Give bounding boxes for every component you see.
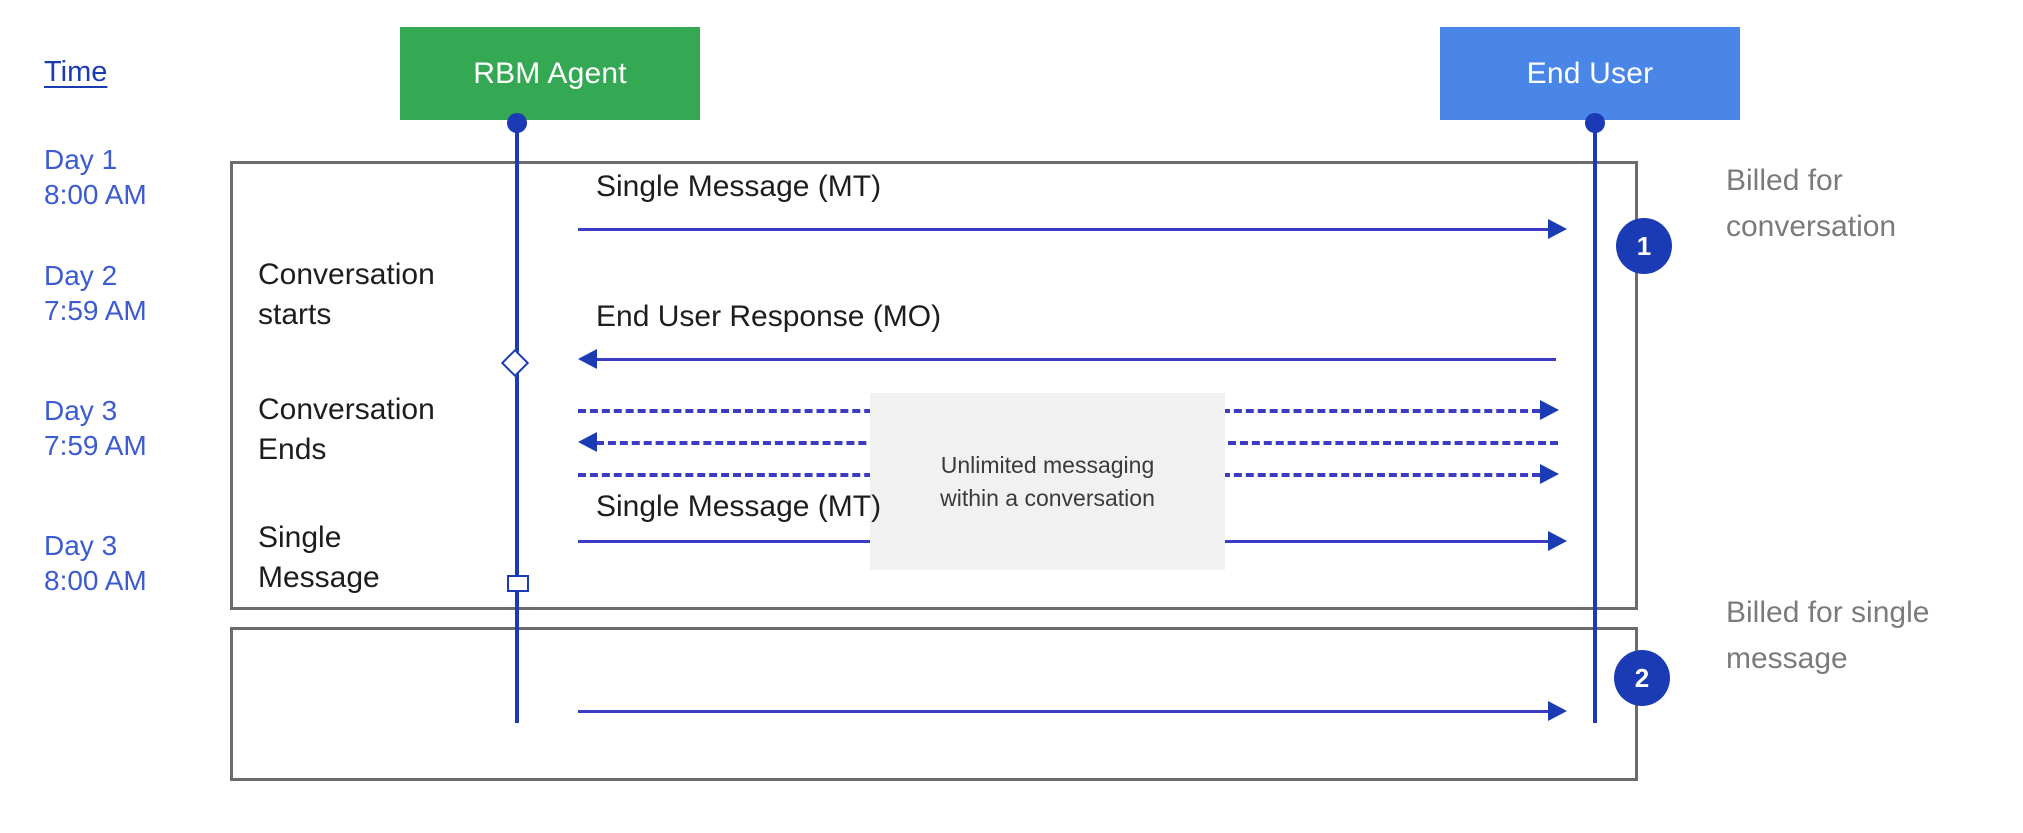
time-column-header: Time xyxy=(44,56,108,88)
lifeline-end-user xyxy=(1593,120,1597,723)
group-box-single-message xyxy=(230,627,1638,781)
message-arrow-single-message-mt-1 xyxy=(578,228,1553,231)
message-arrow-single-message-mt-2 xyxy=(578,710,1553,713)
arrow-head-right-icon xyxy=(1548,531,1567,551)
actor-box-rbm-agent: RBM Agent xyxy=(400,27,700,120)
lifeline-head-rbm-agent-icon xyxy=(507,113,527,133)
time-label-day3: Day 3 7:59 AM xyxy=(44,395,147,461)
arrow-head-right-icon xyxy=(1548,701,1567,721)
message-label-end-user-response-mo: End User Response (MO) xyxy=(596,300,942,333)
lifeline-rbm-agent xyxy=(515,120,519,723)
note-box-unlimited-messaging: Unlimited messaging within a conversatio… xyxy=(870,393,1225,570)
caption-billed-for-single-message: Billed for single message xyxy=(1726,596,1930,675)
conversation-end-square-icon xyxy=(507,575,529,592)
message-label-single-message-mt-1: Single Message (MT) xyxy=(596,170,882,203)
stage-label-single-message: Single Message xyxy=(258,521,380,594)
stage-label-conversation-ends: Conversation Ends xyxy=(258,393,435,466)
actor-box-end-user: End User xyxy=(1440,27,1740,120)
group-box-conversation xyxy=(230,161,1638,610)
lifeline-head-end-user-icon xyxy=(1585,113,1605,133)
status-badge-1: 1 xyxy=(1616,218,1672,274)
time-label-day3-second: Day 3 8:00 AM xyxy=(44,530,147,596)
time-label-day2: Day 2 7:59 AM xyxy=(44,260,147,326)
stage-label-conversation-starts: Conversation starts xyxy=(258,258,435,331)
arrow-head-right-icon xyxy=(1548,219,1567,239)
arrow-head-right-icon xyxy=(1540,464,1559,484)
arrow-head-left-icon xyxy=(578,349,597,369)
message-arrow-end-user-response-mo xyxy=(596,358,1556,361)
arrow-head-left-icon xyxy=(578,432,597,452)
message-label-single-message-mt-2: Single Message (MT) xyxy=(596,490,882,523)
note-text: Unlimited messaging within a conversatio… xyxy=(940,451,1155,511)
caption-billed-for-conversation: Billed for conversation xyxy=(1726,164,1897,243)
arrow-head-right-icon xyxy=(1540,400,1559,420)
status-badge-2: 2 xyxy=(1614,650,1670,706)
time-label-day1: Day 1 8:00 AM xyxy=(44,144,147,210)
